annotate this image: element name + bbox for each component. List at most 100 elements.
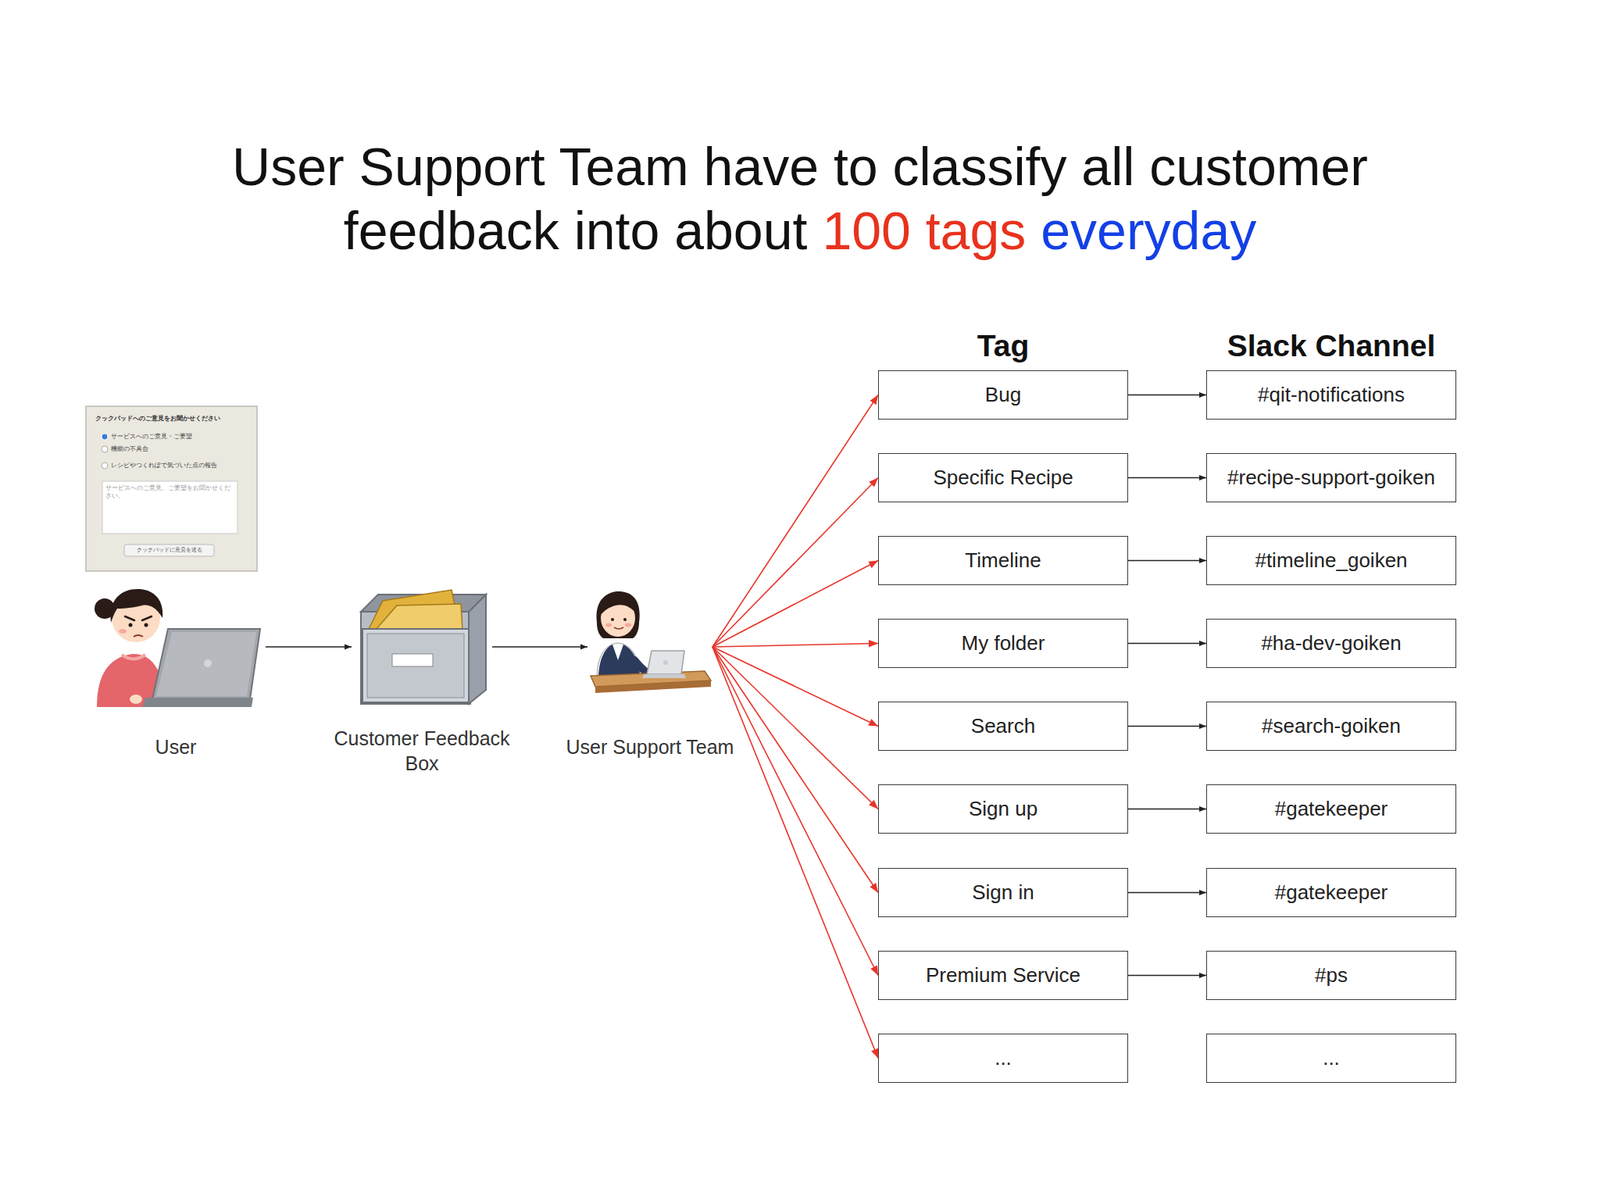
channel-box: #ha-dev-goiken: [1206, 618, 1457, 668]
form-button-label: クックパッドに意見を送る: [124, 546, 215, 554]
eye: [623, 617, 627, 622]
column-header: Slack Channel: [1206, 327, 1457, 366]
connector-arrow: [1128, 477, 1207, 479]
eyebrow: [125, 616, 135, 621]
channel-box: #ps: [1206, 950, 1457, 1000]
node-label: Search: [971, 714, 1036, 739]
form-button: [124, 544, 215, 557]
collar: [121, 654, 146, 660]
tag-box: Sign in: [878, 867, 1129, 918]
connector-arrow: [712, 646, 879, 976]
drawer-label: [392, 653, 433, 667]
connector-arrow: [1128, 394, 1207, 397]
connector-arrow: [1128, 642, 1207, 645]
node-label: Specific Recipe: [932, 465, 1073, 490]
cabinet-side: [468, 594, 486, 704]
form-heading: クックパッドへのご意見をお聞かせください: [95, 414, 256, 423]
form-option: 機能の不具合: [110, 445, 256, 453]
hand: [129, 694, 143, 704]
channel-box: ...: [1206, 1033, 1457, 1083]
mouth: [614, 627, 624, 629]
connector-arrow: [712, 646, 879, 727]
node-label: #recipe-support-goiken: [1227, 465, 1436, 490]
laptop-lid-highlight: [156, 632, 257, 697]
tag-box: Timeline: [878, 535, 1129, 586]
node-label: ...: [1322, 1046, 1340, 1071]
tag-box: Bug: [878, 370, 1129, 420]
mouth: [133, 635, 143, 637]
tag-box: Search: [878, 701, 1129, 751]
form-textarea: [102, 481, 238, 534]
node-label: #ps: [1314, 963, 1348, 988]
user-illustration: [94, 589, 261, 708]
laptop-base: [142, 697, 254, 708]
support-illustration: [590, 591, 711, 693]
node-label: #qit-notifications: [1257, 382, 1405, 408]
connector-arrow: [492, 646, 588, 648]
channel-box: #search-goiken: [1206, 701, 1457, 751]
node-label: Sign in: [971, 880, 1035, 905]
form-placeholder: サービスへのご意見、ご要望をお聞かせください。: [105, 484, 235, 500]
form-option: サービスへのご意見・ご要望: [110, 432, 256, 440]
connector-arrow: [712, 478, 879, 648]
laptop-lid: [152, 628, 261, 700]
tag-box: Specific Recipe: [878, 453, 1129, 503]
eye: [144, 623, 149, 628]
node-label: Timeline: [964, 548, 1041, 573]
folder: [375, 603, 463, 631]
title-highlight: 100 tags: [821, 200, 1026, 261]
node-label: Premium Service: [925, 963, 1081, 988]
arm: [106, 683, 133, 700]
cabinet-illustration: [360, 589, 486, 704]
node-label: User Support Team: [556, 734, 744, 760]
channel-box: #qit-notifications: [1206, 370, 1457, 420]
connector-arrow: [712, 646, 879, 810]
connector-arrow: [712, 646, 879, 893]
blush: [625, 623, 632, 628]
channel-box: #gatekeeper: [1206, 784, 1457, 834]
connector-arrow: [1128, 892, 1207, 894]
laptop-logo: [663, 660, 668, 665]
hair: [110, 589, 163, 623]
channel-box: #timeline_goiken: [1206, 535, 1457, 586]
node-label: Bug: [985, 382, 1022, 408]
eye: [610, 617, 615, 622]
node-label: #search-goiken: [1261, 714, 1401, 739]
laptop-logo: [203, 659, 212, 668]
bangs: [600, 595, 636, 615]
user-figure: User: [85, 582, 266, 778]
channel-box: #recipe-support-goiken: [1206, 453, 1457, 503]
drawer-recess: [367, 633, 465, 698]
tag-box: Premium Service: [878, 950, 1129, 1000]
title-heading: User Support Team have to classify all c…: [175, 134, 1425, 263]
connector-arrow: [1128, 560, 1207, 562]
hair: [596, 591, 640, 639]
eyebrow: [142, 616, 152, 621]
node-label: Sign up: [968, 796, 1038, 822]
tag-box: ...: [878, 1033, 1129, 1083]
drawer-front: [362, 628, 469, 703]
node-label: ...: [994, 1046, 1012, 1071]
node-label: #gatekeeper: [1275, 796, 1389, 822]
node-label: Customer Feedback Box: [328, 725, 516, 776]
connector-arrow: [265, 646, 352, 648]
title-highlight: everyday: [1040, 200, 1257, 261]
form-screenshot: [85, 406, 258, 572]
blush: [605, 623, 612, 628]
connector-arrow: [712, 560, 879, 648]
form-option: レシピやつくれぽで気づいた点の報告: [110, 461, 256, 469]
laptop-lid: [646, 650, 685, 675]
connector-arrow: [1128, 808, 1207, 811]
form-frame: [85, 406, 258, 572]
blush: [118, 628, 127, 634]
node-label: #ha-dev-goiken: [1260, 631, 1401, 656]
node-label: #gatekeeper: [1275, 880, 1389, 905]
connector-arrow: [712, 395, 879, 648]
support-team-figure: User Support Team: [587, 582, 713, 778]
connector-arrow: [712, 643, 879, 648]
radio-button: [101, 462, 108, 469]
node-label: My folder: [961, 631, 1046, 656]
desk-front: [595, 680, 711, 693]
tag-box: My folder: [878, 618, 1129, 668]
